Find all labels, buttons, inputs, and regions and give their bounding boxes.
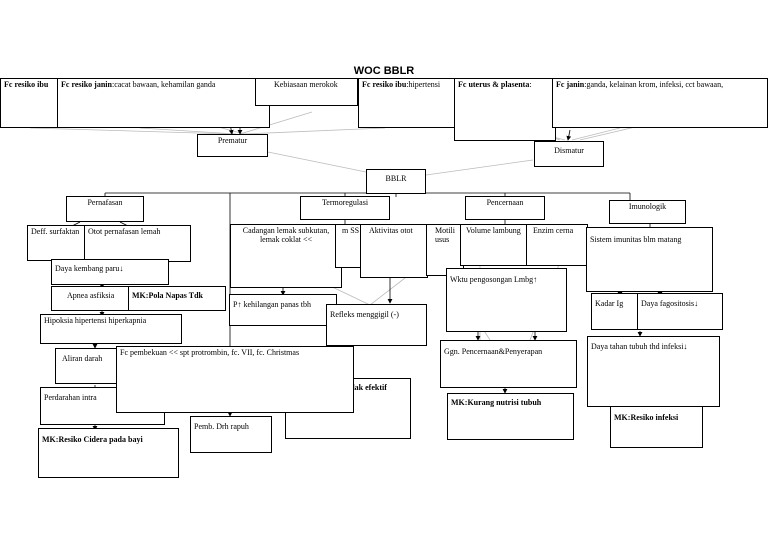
- node-ggn-pencernaan: Ggn. Pencernaan&Penyerapan: [440, 340, 577, 388]
- node-bblr: BBLR: [366, 169, 426, 194]
- node-pencernaan: Pencernaan: [465, 196, 545, 220]
- node-enzim-cerna: Enzim cerna: [526, 224, 588, 266]
- node-mk-resiko-cidera: MK:Resiko Cidera pada bayi: [38, 428, 179, 478]
- node-motilitas-usus: Motili usus: [426, 224, 464, 276]
- node-refleks-menggigil: Refleks menggigil (-): [326, 304, 427, 346]
- factor-uterus-placenta: Fc uterus & plasenta:: [454, 78, 556, 141]
- node-otot-pernafasan: Otot pernafasan lemah: [84, 225, 191, 262]
- node-apnea-asfiksia: Apnea asfiksia: [51, 286, 136, 311]
- node-waktu-pengosongan: Wktu pengosongan Lmbg↑: [446, 268, 567, 332]
- node-cadangan-lemak: Cadangan lemak subkutan, lemak coklat <<: [230, 224, 342, 288]
- factor-smoking: Kebiasaan merokok: [255, 78, 358, 106]
- node-mk-kurang-nutrisi: MK:Kurang nutrisi tubuh: [447, 393, 574, 440]
- node-imunologik: Imunologik: [609, 200, 686, 224]
- node-prematur: Prematur: [197, 134, 268, 157]
- node-fc-pembekuan: Fc pembekuan << spt protrombin, fc. VII,…: [116, 346, 354, 413]
- node-daya-kembang-paru: Daya kembang paru↓: [51, 259, 169, 285]
- factor-fetus-risk: Fc resiko janin:cacat bawaan, kehamilan …: [57, 78, 270, 128]
- node-pemb-drh-rapuh: Pemb. Drh rapuh: [190, 416, 272, 453]
- node-sistem-imunitas: Sistem imunitas blm matang: [586, 227, 713, 292]
- node-daya-tahan-tubuh: Daya tahan tubuh thd infeksi↓: [587, 336, 720, 407]
- node-daya-fagositosis: Daya fagositosis↓: [637, 293, 723, 330]
- node-kadar-ig: Kadar Ig: [591, 293, 645, 330]
- node-dismatur: Dismatur: [534, 141, 604, 167]
- node-hipoksia: Hipoksia hipertensi hiperkapnia: [40, 314, 182, 344]
- factor-mother-hypertension: Fc resiko ibu:hipertensi: [358, 78, 455, 128]
- factor-fetus-genetic: Fc janin:ganda, kelainan krom, infeksi, …: [552, 78, 768, 128]
- diagram-title: WOC BBLR: [353, 65, 415, 77]
- node-termoregulasi: Termoregulasi: [300, 196, 390, 220]
- node-aktivitas-otot: Aktivitas otot: [360, 224, 428, 278]
- node-mk-pola-napas: MK:Pola Napas Tdk: [128, 286, 226, 311]
- node-kehilangan-panas: P↑ kehilangan panas tbh: [229, 294, 337, 326]
- node-pernafasan: Pernafasan: [66, 196, 144, 222]
- node-volume-lambung: Volume lambung: [460, 224, 528, 266]
- node-mk-resiko-infeksi: MK:Resiko infeksi: [610, 406, 703, 448]
